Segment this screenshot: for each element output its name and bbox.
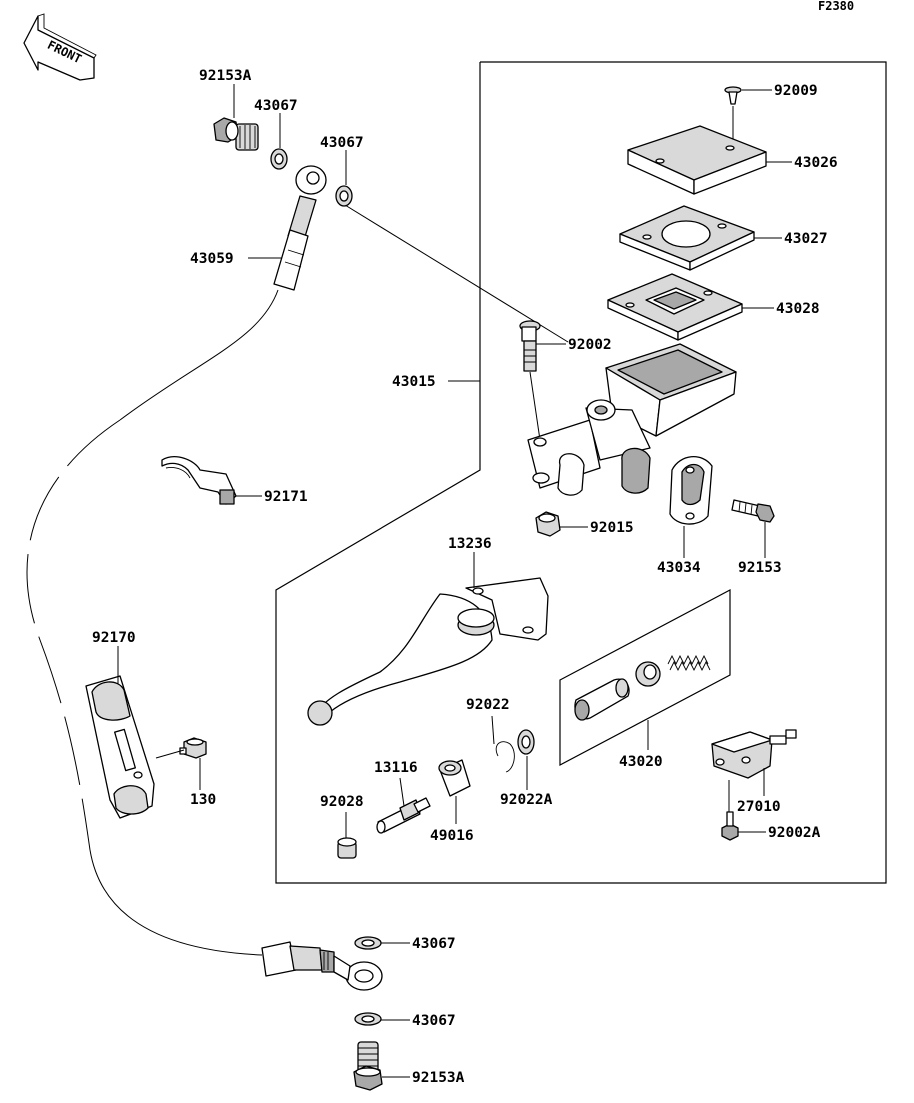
diaphragm — [607, 273, 743, 341]
label-13236: 13236 — [448, 536, 492, 552]
label-43026: 43026 — [794, 155, 838, 171]
label-92153A-top: 92153A — [199, 68, 252, 84]
pushrod-13116 — [376, 797, 431, 834]
washer-43067-d — [354, 1012, 382, 1026]
bolt-92002 — [519, 320, 541, 372]
label-92002A: 92002A — [768, 825, 821, 841]
diaphragm-plate — [619, 205, 755, 271]
piston-kit — [574, 654, 711, 721]
master-cylinder-body — [527, 343, 737, 496]
brake-lever — [307, 577, 549, 726]
label-43067-b: 43067 — [320, 135, 364, 151]
label-92022: 92022 — [466, 697, 510, 713]
label-92002: 92002 — [568, 337, 612, 353]
label-130: 130 — [190, 792, 216, 808]
diagram-code: F2380 — [818, 0, 854, 13]
label-27010: 27010 — [737, 799, 781, 815]
brake-switch — [711, 729, 797, 779]
circlip-92022 — [495, 741, 515, 773]
label-43067-d: 43067 — [412, 1013, 456, 1029]
clamp-92171 — [161, 456, 237, 505]
label-92022A: 92022A — [500, 792, 553, 808]
washer-43067-b — [335, 185, 353, 207]
banjo-bolt-top — [213, 117, 259, 151]
cap-92028 — [337, 837, 357, 859]
bolt-130 — [179, 737, 207, 759]
label-43020: 43020 — [619, 754, 663, 770]
front-arrow-icon: FRONT — [23, 13, 97, 81]
master-cylinder-frame — [275, 61, 887, 884]
clamp-holder — [669, 456, 713, 525]
banjo-bolt-bottom — [353, 1041, 383, 1091]
screw-92002A — [721, 811, 739, 841]
label-92009: 92009 — [774, 83, 818, 99]
screw-92009 — [724, 86, 742, 105]
label-43015: 43015 — [392, 374, 436, 390]
label-92028: 92028 — [320, 794, 364, 810]
label-43027: 43027 — [784, 231, 828, 247]
label-43028: 43028 — [776, 301, 820, 317]
label-92153A-bottom: 92153A — [412, 1070, 465, 1086]
bracket-92170 — [85, 675, 155, 819]
washer-43067-c — [354, 936, 382, 950]
label-43034: 43034 — [657, 560, 701, 576]
washer-43067-a — [270, 148, 288, 170]
washer-92022A — [517, 729, 535, 755]
label-49016: 49016 — [430, 828, 474, 844]
bushing-49016 — [438, 759, 471, 797]
reservoir-cap — [627, 125, 767, 195]
label-13116: 13116 — [374, 760, 418, 776]
label-92153: 92153 — [738, 560, 782, 576]
label-43067-c: 43067 — [412, 936, 456, 952]
label-92015: 92015 — [590, 520, 634, 536]
label-43059: 43059 — [190, 251, 234, 267]
hose-fitting-bottom — [261, 941, 383, 991]
brake-hose — [26, 204, 569, 956]
piston-kit-frame — [559, 589, 731, 766]
label-43067-a: 43067 — [254, 98, 298, 114]
label-92171: 92171 — [264, 489, 308, 505]
nut-92015 — [535, 511, 561, 537]
hose-fitting-top — [273, 165, 327, 291]
label-92170: 92170 — [92, 630, 136, 646]
bolt-92153 — [731, 499, 775, 523]
